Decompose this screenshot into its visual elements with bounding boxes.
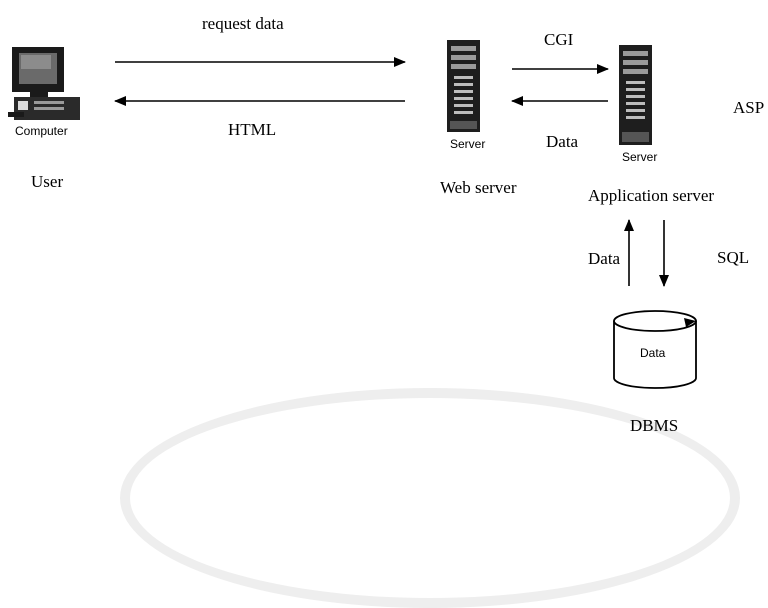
computer-icon: [8, 47, 80, 120]
request-data-label: request data: [202, 14, 284, 33]
data-reply-label: Data: [546, 132, 579, 151]
database-caption: Data: [640, 346, 666, 360]
dbms-label: DBMS: [630, 416, 679, 435]
app-server-label: Application server: [588, 186, 715, 205]
architecture-diagram: [8, 40, 697, 389]
user-label: User: [31, 172, 64, 191]
app-server-caption: Server: [622, 150, 658, 164]
data-up-label: Data: [588, 249, 621, 268]
cgi-label: CGI: [544, 30, 574, 49]
app-server-icon: [619, 45, 652, 145]
database-icon: [613, 310, 697, 389]
sql-label: SQL: [717, 248, 750, 267]
web-server-caption: Server: [450, 137, 486, 151]
web-server-icon: [447, 40, 480, 132]
computer-caption: Computer: [15, 124, 68, 138]
web-server-label: Web server: [440, 178, 517, 197]
html-label: HTML: [228, 120, 277, 139]
asp-label: ASP: [733, 98, 765, 117]
